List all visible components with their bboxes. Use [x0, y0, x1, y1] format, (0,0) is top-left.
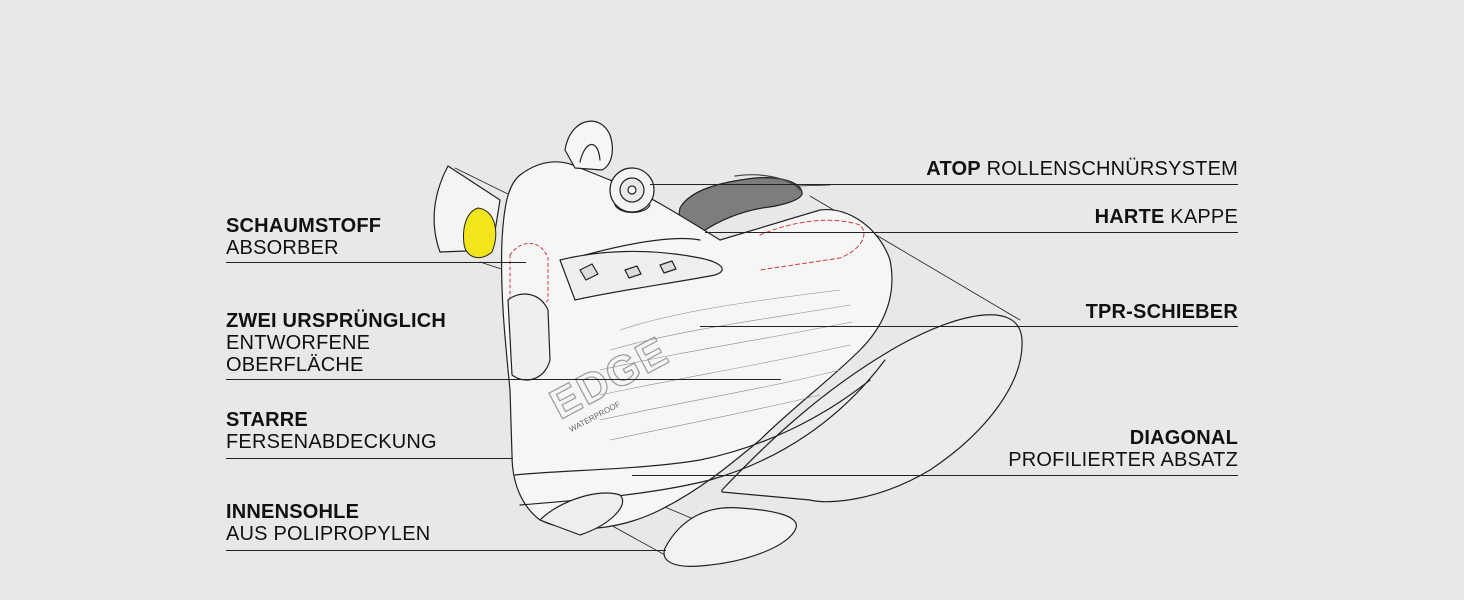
label-diagonal-heel: DIAGONAL PROFILIERTER ABSATZ	[1008, 427, 1238, 471]
label-foam-title: SCHAUMSTOFF	[226, 215, 382, 237]
label-upper-surface: ZWEI URSPRÜNGLICH ENTWORFENE OBERFLÄCHE	[226, 310, 446, 376]
label-insole-sub: AUS POLIPROPYLEN	[226, 523, 431, 545]
label-atop-title: ATOP	[926, 158, 981, 180]
label-tpr-slider: TPR-SCHIEBER	[1086, 301, 1238, 323]
leader-line-heel-cover	[226, 458, 513, 459]
label-upper-sub2: OBERFLÄCHE	[226, 354, 364, 376]
leader-line-foam	[226, 262, 526, 263]
label-atop-system: ATOP ROLLENSCHNÜRSYSTEM	[926, 158, 1238, 180]
leader-line-upper	[226, 379, 781, 380]
label-diagonal-title: DIAGONAL	[1129, 427, 1238, 449]
label-hard-cap-rest: KAPPE	[1164, 206, 1238, 228]
leader-line-tpr	[700, 326, 1238, 327]
label-foam-absorber: SCHAUMSTOFF ABSORBER	[226, 215, 381, 259]
label-atop-rest: ROLLENSCHNÜRSYSTEM	[980, 158, 1238, 180]
heel-pad-icon	[663, 507, 797, 567]
label-hard-cap: HARTE KAPPE	[1095, 206, 1238, 228]
label-upper-sub1: ENTWORFENE	[226, 332, 371, 354]
leader-line-diagonal	[632, 475, 1238, 476]
leader-line-insole	[226, 550, 666, 551]
label-insole-title: INNENSOHLE	[226, 501, 360, 523]
label-heel-cover: STARRE FERSENABDECKUNG	[226, 409, 437, 453]
leader-line-atop	[650, 184, 1238, 185]
sole-plate-icon	[721, 314, 1023, 503]
label-tpr-title: TPR-SCHIEBER	[1085, 301, 1238, 323]
label-heel-cover-sub: FERSENABDECKUNG	[226, 431, 437, 453]
label-diagonal-sub: PROFILIERTER ABSATZ	[1008, 449, 1238, 471]
label-foam-sub: ABSORBER	[226, 237, 339, 259]
label-hard-cap-title: HARTE	[1094, 206, 1165, 228]
atop-dial-icon	[609, 167, 655, 214]
leader-line-hard-cap	[705, 232, 1238, 233]
label-heel-cover-title: STARRE	[226, 409, 308, 431]
label-upper-title: ZWEI URSPRÜNGLICH	[226, 310, 447, 332]
label-insole: INNENSOHLE AUS POLIPROPYLEN	[226, 501, 430, 545]
